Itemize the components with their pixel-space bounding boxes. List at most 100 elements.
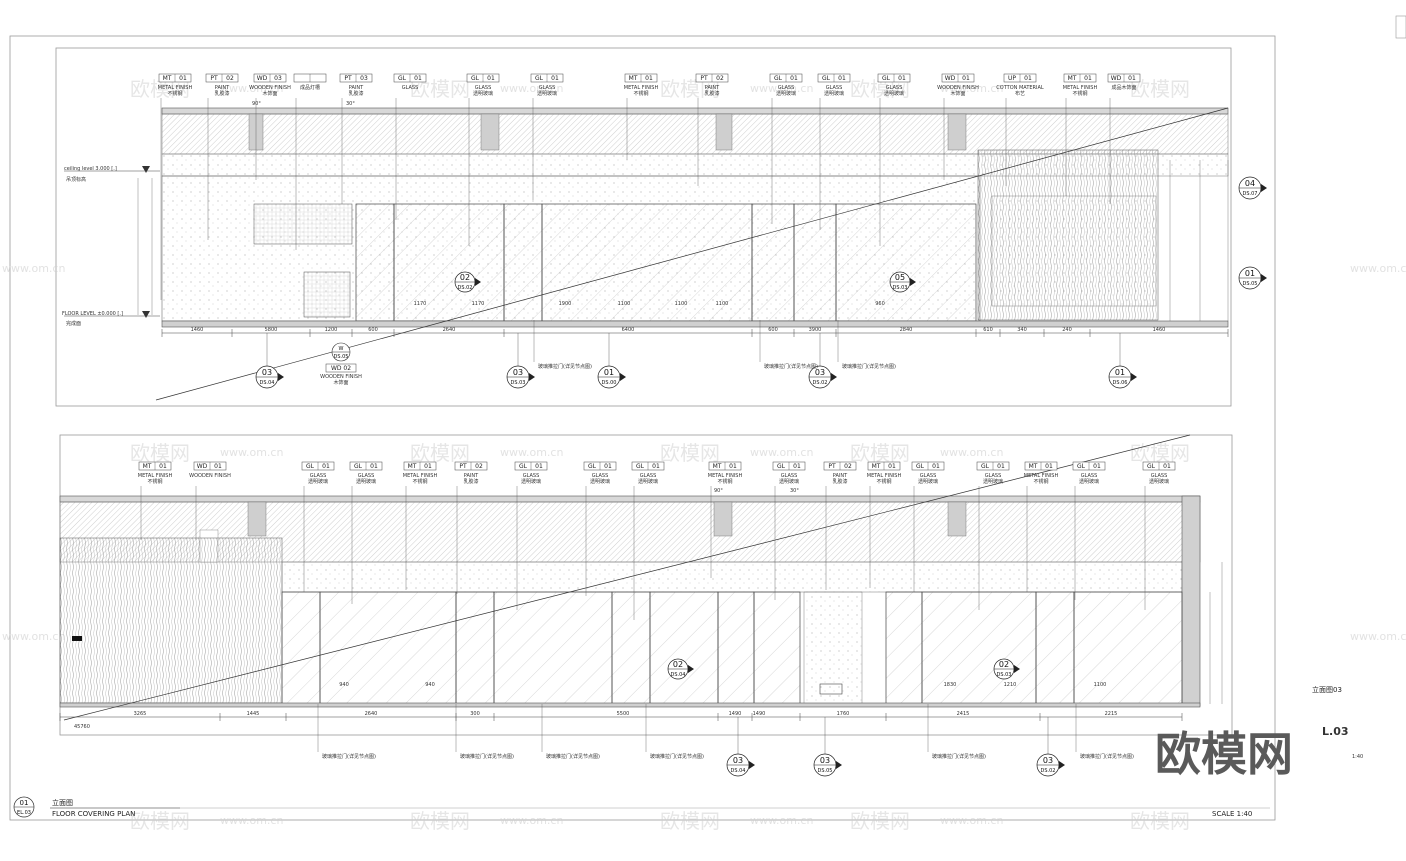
callout-ref: DS.02 [458,285,473,291]
material-tag-code: UP [1008,75,1016,82]
material-tag-label: PAINT [215,85,230,91]
watermark-cn: 欧模网 [1130,809,1190,833]
material-tag-code: GL [471,75,480,82]
title-scale: SCALE 1:40 [1212,810,1252,818]
material-tag-code: 01 [535,463,543,470]
wd-bubble-top: W [339,346,344,352]
material-tag-label: GLASS [985,473,1002,479]
material-tag-code: GL [777,463,786,470]
callout-arrow [1059,761,1065,769]
annotation-notes: 玻璃推拉门(详见节点图) 玻璃推拉门(详见节点图) 玻璃推拉门(详见节点图) 玻璃推拉… [317,320,1134,760]
material-tag-sub: 木饰面 [262,90,277,97]
watermark-url: www.om.cn [940,446,1003,459]
material-tag-code: 01 [729,463,737,470]
callout-number: 01 [1245,269,1255,278]
material-tag-code: MT [713,463,722,470]
material-tag-code: MT [163,75,172,82]
material-tag-sub: 布艺 [1015,90,1025,97]
material-tag-code: 01 [414,75,422,82]
material-tag-sub: 透明玻璃 [590,478,610,485]
material-tag-code: 01 [1093,463,1101,470]
title-en: FLOOR COVERING PLAN [52,810,135,818]
callout-arrow [620,373,626,381]
callout-ref: DS.04 [260,380,275,386]
material-tag-label: METAL FINISH [1063,85,1098,91]
material-tag-code: 01 [838,75,846,82]
dimension-value: 1460 [1153,327,1166,333]
material-tag-label: METAL FINISH [708,473,743,479]
material-tag-label: GLASS [1081,473,1098,479]
note-text: 玻璃推拉门(详见节点图) [650,753,704,760]
callout-ref: DS.00 [602,380,617,386]
material-tag-code: WD [1111,75,1122,82]
material-tag-label: GLASS [826,85,843,91]
dimension-value: 5800 [265,327,278,333]
callout-arrow [1261,274,1267,282]
material-tag-code: MT [143,463,152,470]
watermark-url: www.om.cn [500,446,563,459]
material-tag-code: WD [257,75,268,82]
material-tag-label: METAL FINISH [867,473,902,479]
dimension-value: 2215 [1105,711,1118,717]
material-tag-sub: 透明玻璃 [1149,478,1169,485]
callout-ref: DS.06 [1113,380,1128,386]
material-tag-code: GL [398,75,407,82]
material-tag-code: 01 [997,463,1005,470]
callout-arrow [1131,373,1137,381]
angle-label: 90° [252,101,261,107]
lower-glass-panels [281,591,1183,705]
floor-level-label: FLOOR LEVEL ±0.000 [.] [62,311,123,317]
material-tag-code: 01 [888,463,896,470]
material-tag-code: PT [344,75,352,82]
material-tag-code: 02 [475,463,483,470]
note-text: 玻璃推拉门(详见节点图) [460,753,514,760]
material-tag-sub: 透明玻璃 [308,478,328,485]
watermark-cn: 欧模网 [1130,441,1190,465]
brand-logo: 欧模网 [1155,727,1293,781]
material-tag-sub: 透明玻璃 [776,90,796,97]
note-text: 玻璃推拉门(详见节点图) [538,363,592,370]
material-tag-code: 01 [551,75,559,82]
note-text: 玻璃推拉门(详见节点图) [1080,753,1134,760]
dimension-value: 1460 [191,327,204,333]
watermark-url: www.om.cn [500,82,563,95]
callout-arrow [529,373,535,381]
glass-panel [753,591,801,705]
watermark-url: www.om.cn [940,814,1003,827]
material-tag-sub: 透明玻璃 [779,478,799,485]
dimension-value: 1200 [325,327,338,333]
level-markers: ceiling level 3.000 [.] 吊顶标高 FLOOR LEVEL… [62,166,160,327]
callout-arrow [1261,184,1267,192]
dimension-value: 240 [1062,327,1072,333]
dimension-value: 2415 [957,711,970,717]
material-tag-label: WOODEN FINISH [249,85,291,91]
material-tag-label: PAINT [349,85,364,91]
watermark-cn: 欧模网 [130,809,190,833]
glass-panel [355,203,395,322]
material-tag-label: GLASS [539,85,556,91]
glass-panel [751,203,795,322]
material-tag-label: GLASS [1151,473,1168,479]
material-tag-code: GL [535,75,544,82]
watermark-cn: 欧模网 [660,441,720,465]
angle-label: 30° [790,488,799,494]
material-tag-label: GLASS [592,473,609,479]
material-tag-code: GL [636,463,645,470]
dimension-value: 5500 [617,711,630,717]
callout-ref: DS.05 [1243,281,1258,287]
callout-number: 03 [820,756,830,765]
dimension-value: 6400 [622,327,635,333]
dimension-value: 1760 [837,711,850,717]
material-tag-code: GL [882,75,891,82]
glass-panel [717,591,755,705]
glass-panel [281,591,321,705]
wd-tag-sub: 木饰面 [333,379,348,386]
watermark-url: www.om.cn [750,82,813,95]
watermark-url: www.om.cn [940,82,1003,95]
callout-number: 03 [262,368,272,377]
material-tag-sub: 透明玻璃 [537,90,557,97]
panel-dimension: 1170 [414,301,427,307]
material-tag-code: 01 [322,463,330,470]
